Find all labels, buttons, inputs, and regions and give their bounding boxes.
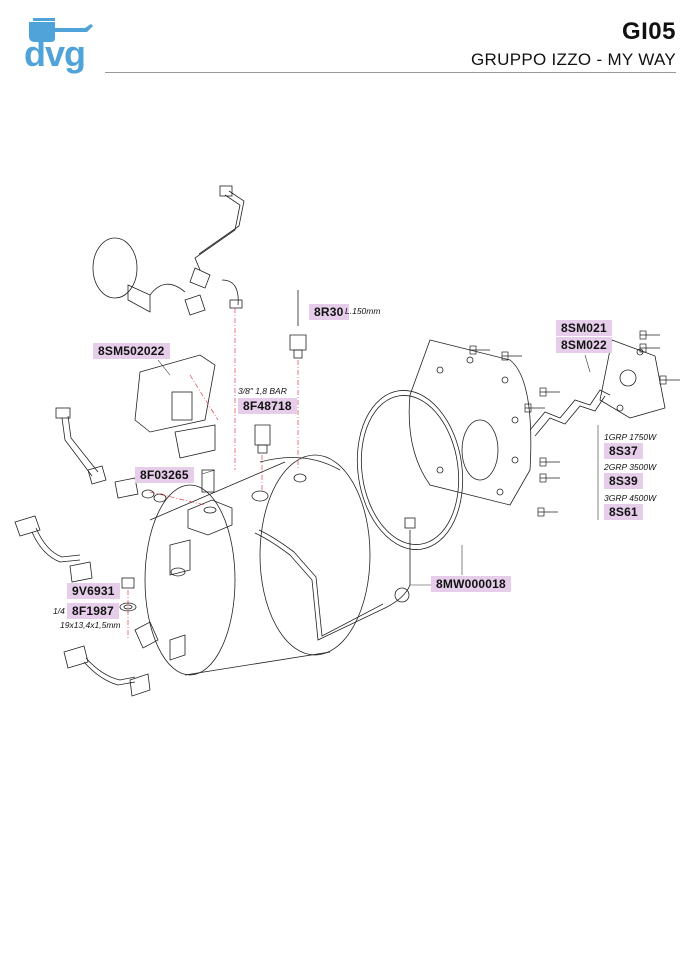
part-tag-8MW000018[interactable]: 8MW000018 bbox=[431, 576, 511, 592]
part-tag-8F03265[interactable]: 8F03265 bbox=[135, 467, 194, 483]
top-fitting bbox=[134, 469, 307, 661]
part-tag-8S61[interactable]: 8S61 bbox=[604, 504, 643, 520]
part-tag-8R30[interactable]: 8R30 bbox=[309, 304, 349, 320]
left-pipe-upper bbox=[55, 407, 167, 503]
gasket-ring bbox=[356, 390, 464, 550]
flange-plate bbox=[408, 339, 532, 506]
logo-cup-icon bbox=[29, 18, 93, 42]
part-tag-8F1987[interactable]: 8F1987 bbox=[67, 603, 119, 619]
part-tag-8S39[interactable]: 8S39 bbox=[604, 473, 643, 489]
leader-lines bbox=[157, 354, 599, 586]
screws bbox=[469, 330, 680, 517]
probe-length-note: L.150mm bbox=[345, 306, 381, 316]
dvg-logo bbox=[25, 18, 100, 80]
heater-1-note: 1GRP 1750W bbox=[604, 432, 657, 442]
logo-text: dvg bbox=[24, 33, 86, 74]
part-tag-8F48718[interactable]: 8F48718 bbox=[238, 398, 297, 414]
part-tag-9V6931[interactable]: 9V6931 bbox=[67, 583, 120, 599]
header-rule bbox=[105, 72, 676, 73]
page-subtitle: GRUPPO IZZO - MY WAY bbox=[471, 50, 676, 69]
part-tag-8S37[interactable]: 8S37 bbox=[604, 443, 643, 459]
heater-3-note: 3GRP 4500W bbox=[604, 493, 657, 503]
gasket-size-prefix: 1/4 bbox=[53, 606, 65, 616]
valve-spec-note: 3/8" 1,8 BAR bbox=[238, 386, 287, 396]
outflow-tube bbox=[254, 517, 416, 641]
level-probe bbox=[289, 290, 307, 359]
part-tag-8SM021[interactable]: 8SM021 bbox=[556, 320, 612, 336]
heating-element bbox=[529, 339, 666, 437]
pressostat bbox=[92, 237, 186, 313]
left-pipe-middle bbox=[14, 515, 93, 583]
left-pipe-lower bbox=[63, 645, 151, 697]
boiler-cylinder bbox=[144, 454, 371, 676]
safety-valve bbox=[254, 424, 271, 454]
bracket-plate bbox=[134, 354, 216, 459]
gasket-dims-note: 19x13,4x1,5mm bbox=[60, 620, 121, 630]
heater-2-note: 2GRP 3500W bbox=[604, 462, 657, 472]
part-tag-8SM502022[interactable]: 8SM502022 bbox=[93, 343, 170, 359]
assembly-lines bbox=[127, 308, 299, 640]
upper-pipe bbox=[184, 185, 245, 316]
page-code: GI05 bbox=[621, 18, 676, 45]
part-tag-8SM022[interactable]: 8SM022 bbox=[556, 337, 612, 353]
